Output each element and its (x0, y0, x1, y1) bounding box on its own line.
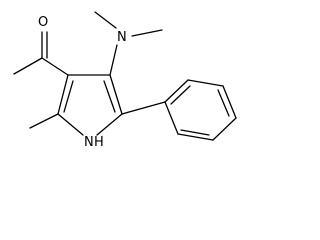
bond-ring-c4-c5 (109, 74, 123, 115)
structure-diagram: O N N H (13, 11, 237, 150)
bond-phenyl-a (164, 79, 189, 103)
bond-phenyl-e (177, 133, 214, 141)
bond-phenyl-f (164, 101, 179, 135)
bond-phenyl-c (222, 85, 237, 119)
ring-nh-hydrogen-label: H (94, 135, 104, 150)
bond-ring-c5-n1 (96, 113, 123, 136)
bond-phenyl-d (212, 117, 237, 141)
bond-phenyl-a-inner (170, 85, 191, 105)
bond-c4-nme2 (109, 44, 118, 76)
bond-n-methyl-right (131, 29, 163, 37)
bond-ring-n1-c2 (57, 113, 84, 136)
bond-ring-c4-c5-double (103, 80, 116, 113)
bond-c5-phenyl (121, 101, 166, 115)
bond-carbonyl-to-ring (41, 57, 69, 76)
bond-phenyl-c-inner (217, 89, 230, 117)
ring-nitrogen-label: N (84, 135, 94, 150)
bond-ring-c2-c3 (57, 74, 69, 115)
bond-c2-methyl (29, 113, 59, 129)
carbonyl-oxygen-label: O (38, 15, 48, 30)
bond-phenyl-e-inner (180, 129, 210, 136)
bond-n-methyl-left (94, 11, 117, 29)
bond-ring-c2-c3-double (63, 80, 74, 113)
chemical-structure: O N N H (13, 11, 237, 150)
dimethylamino-nitrogen-label: N (117, 30, 127, 45)
bond-phenyl-b (187, 79, 224, 87)
bond-acetyl-methyl (13, 57, 43, 75)
